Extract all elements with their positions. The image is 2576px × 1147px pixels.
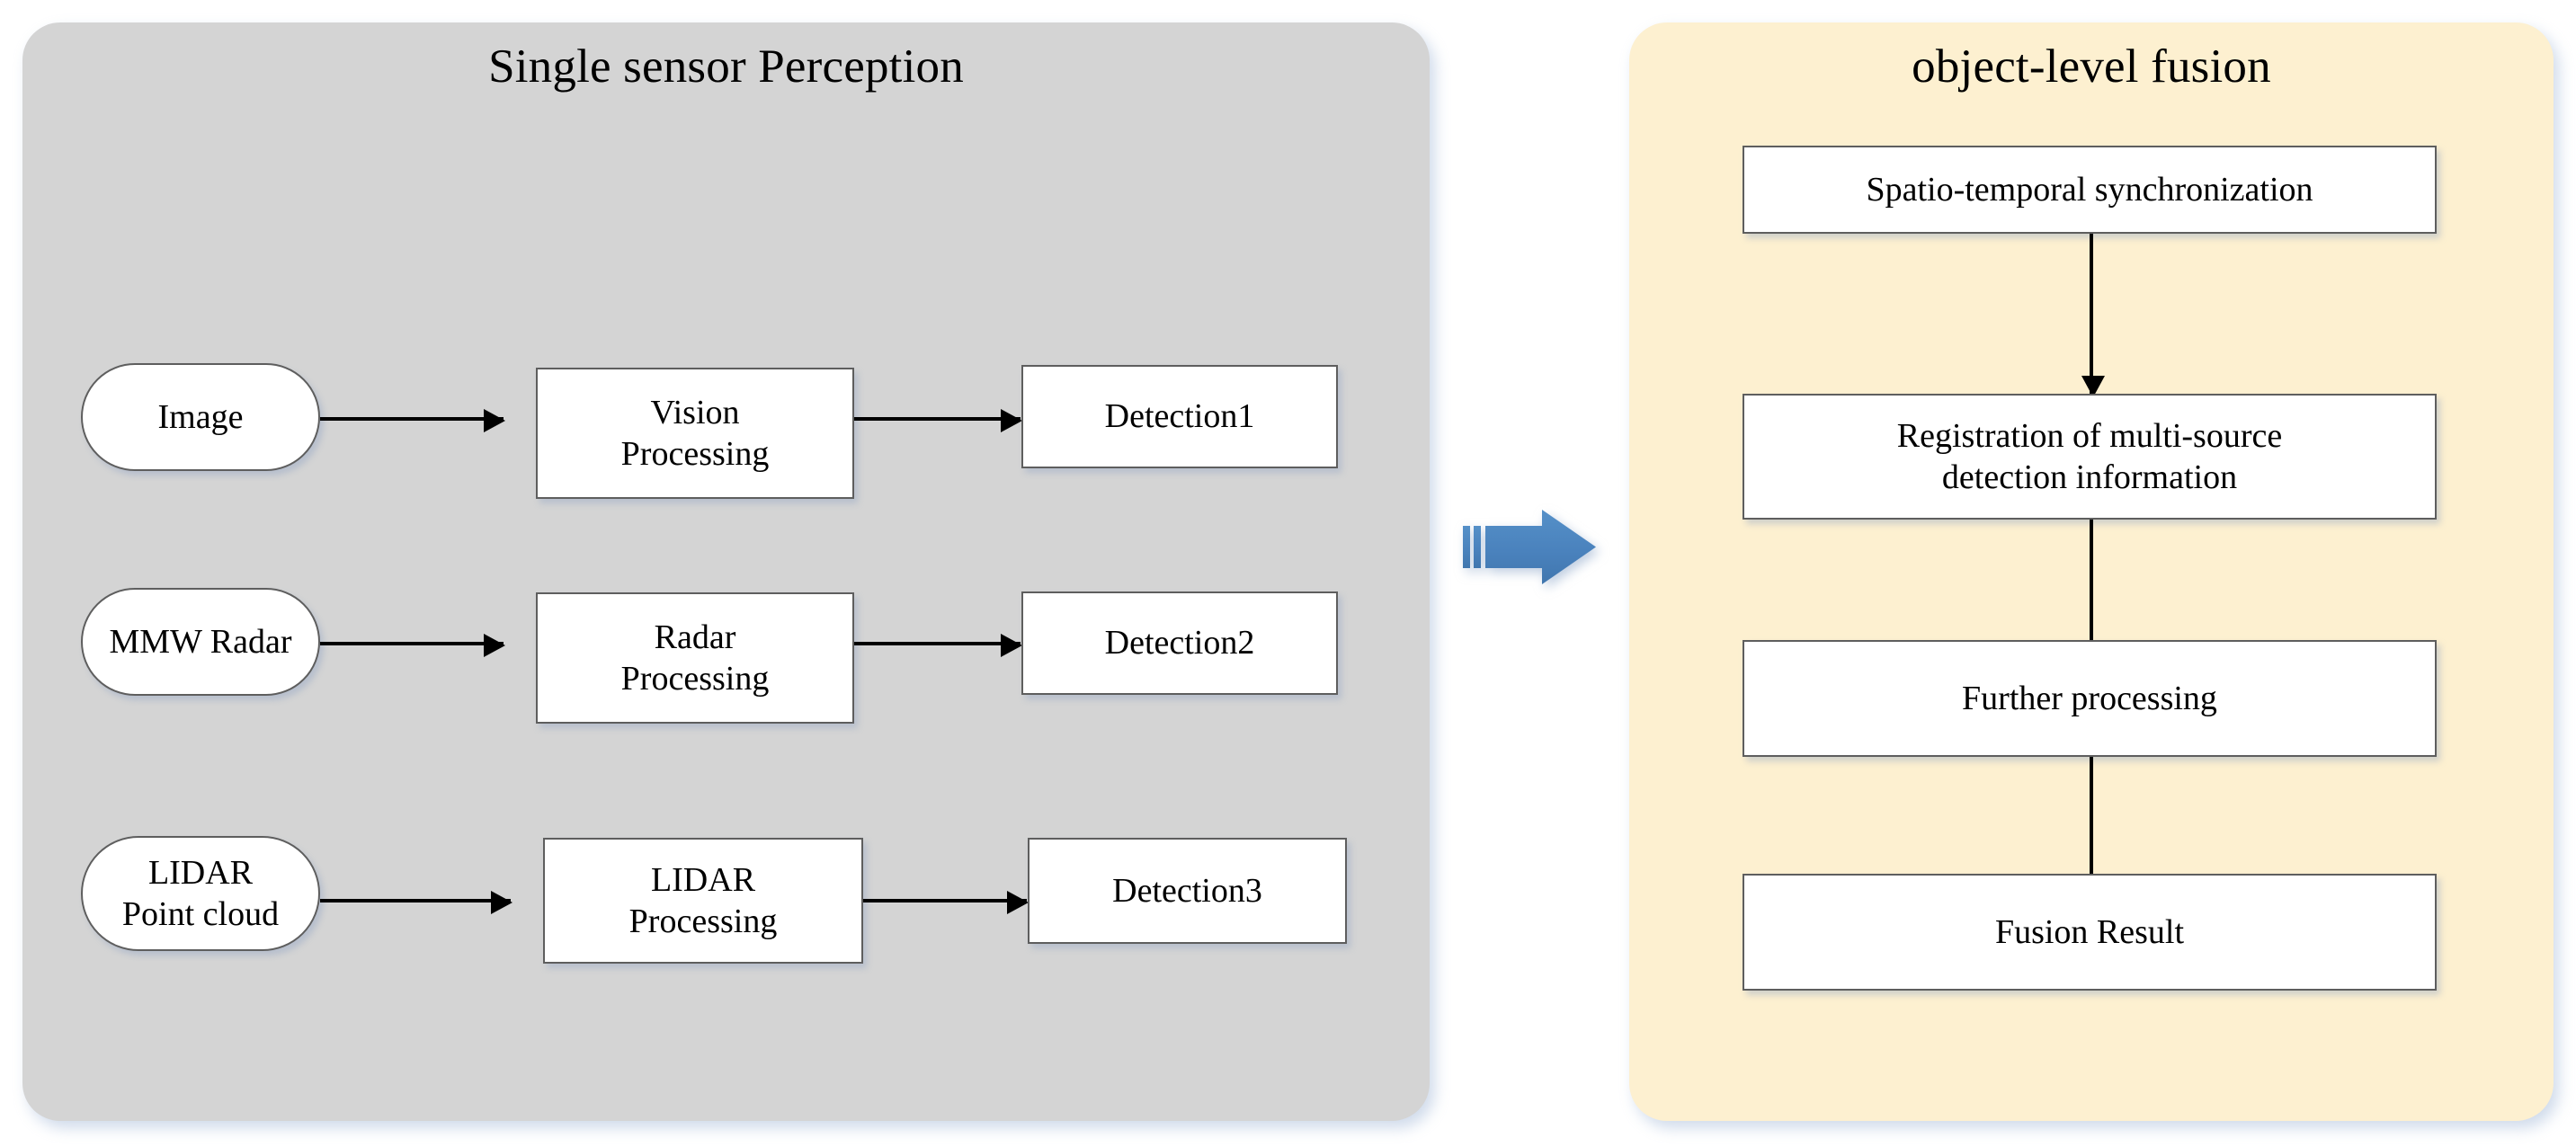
node-detection1[interactable]: Detection1 bbox=[1021, 365, 1338, 468]
node-vision-processing[interactable]: Vision Processing bbox=[536, 368, 854, 499]
node-spatio-temporal-synchronization[interactable]: Spatio-temporal synchronization bbox=[1743, 146, 2437, 234]
node-registration-of-multi-source-detection-information[interactable]: Registration of multi-source detection i… bbox=[1743, 394, 2437, 520]
node-detection2-label: Detection2 bbox=[1104, 624, 1255, 662]
node-detection3-label: Detection3 bbox=[1112, 871, 1262, 910]
node-spatio-temporal-synchronization-label: Spatio-temporal synchronization bbox=[1866, 170, 2313, 209]
arrow-mmw-radar-to-radar-processing bbox=[320, 634, 505, 657]
arrow-sync-to-registration bbox=[2081, 234, 2105, 397]
node-fusion-result[interactable]: Fusion Result bbox=[1743, 874, 2437, 991]
node-detection1-label: Detection1 bbox=[1104, 397, 1255, 436]
node-detection3[interactable]: Detection3 bbox=[1028, 838, 1347, 944]
node-registration-label: Registration of multi-source detection i… bbox=[1896, 416, 2283, 496]
node-source-image-label: Image bbox=[157, 397, 244, 436]
node-source-mmw-radar-label: MMW Radar bbox=[109, 622, 292, 661]
node-source-lidar-point-cloud[interactable]: LIDAR Point cloud bbox=[81, 836, 320, 951]
striped-right-arrow-icon bbox=[1463, 510, 1596, 584]
arrow-radar-processing-to-detection2 bbox=[854, 634, 1022, 657]
arrow-image-to-vision-processing bbox=[320, 409, 505, 432]
node-further-processing[interactable]: Further processing bbox=[1743, 640, 2437, 757]
node-fusion-result-label: Fusion Result bbox=[1994, 912, 2185, 951]
arrow-vision-processing-to-detection1 bbox=[854, 409, 1022, 432]
arrow-lidar-processing-to-detection3 bbox=[863, 891, 1029, 914]
node-source-lidar-point-cloud-label: LIDAR Point cloud bbox=[121, 853, 280, 933]
node-radar-processing[interactable]: Radar Processing bbox=[536, 592, 854, 724]
node-source-image[interactable]: Image bbox=[81, 363, 320, 471]
node-further-processing-label: Further processing bbox=[1962, 679, 2217, 717]
node-lidar-processing-label: LIDAR Processing bbox=[628, 860, 778, 940]
node-source-mmw-radar[interactable]: MMW Radar bbox=[81, 588, 320, 696]
node-detection2[interactable]: Detection2 bbox=[1021, 591, 1338, 695]
node-vision-processing-label: Vision Processing bbox=[620, 393, 770, 473]
node-lidar-processing[interactable]: LIDAR Processing bbox=[543, 838, 863, 964]
arrow-lidar-point-cloud-to-lidar-processing bbox=[320, 891, 513, 914]
left-panel-title: Single sensor Perception bbox=[488, 40, 964, 93]
node-radar-processing-label: Radar Processing bbox=[620, 618, 770, 698]
right-panel-title: object-level fusion bbox=[1912, 40, 2271, 93]
